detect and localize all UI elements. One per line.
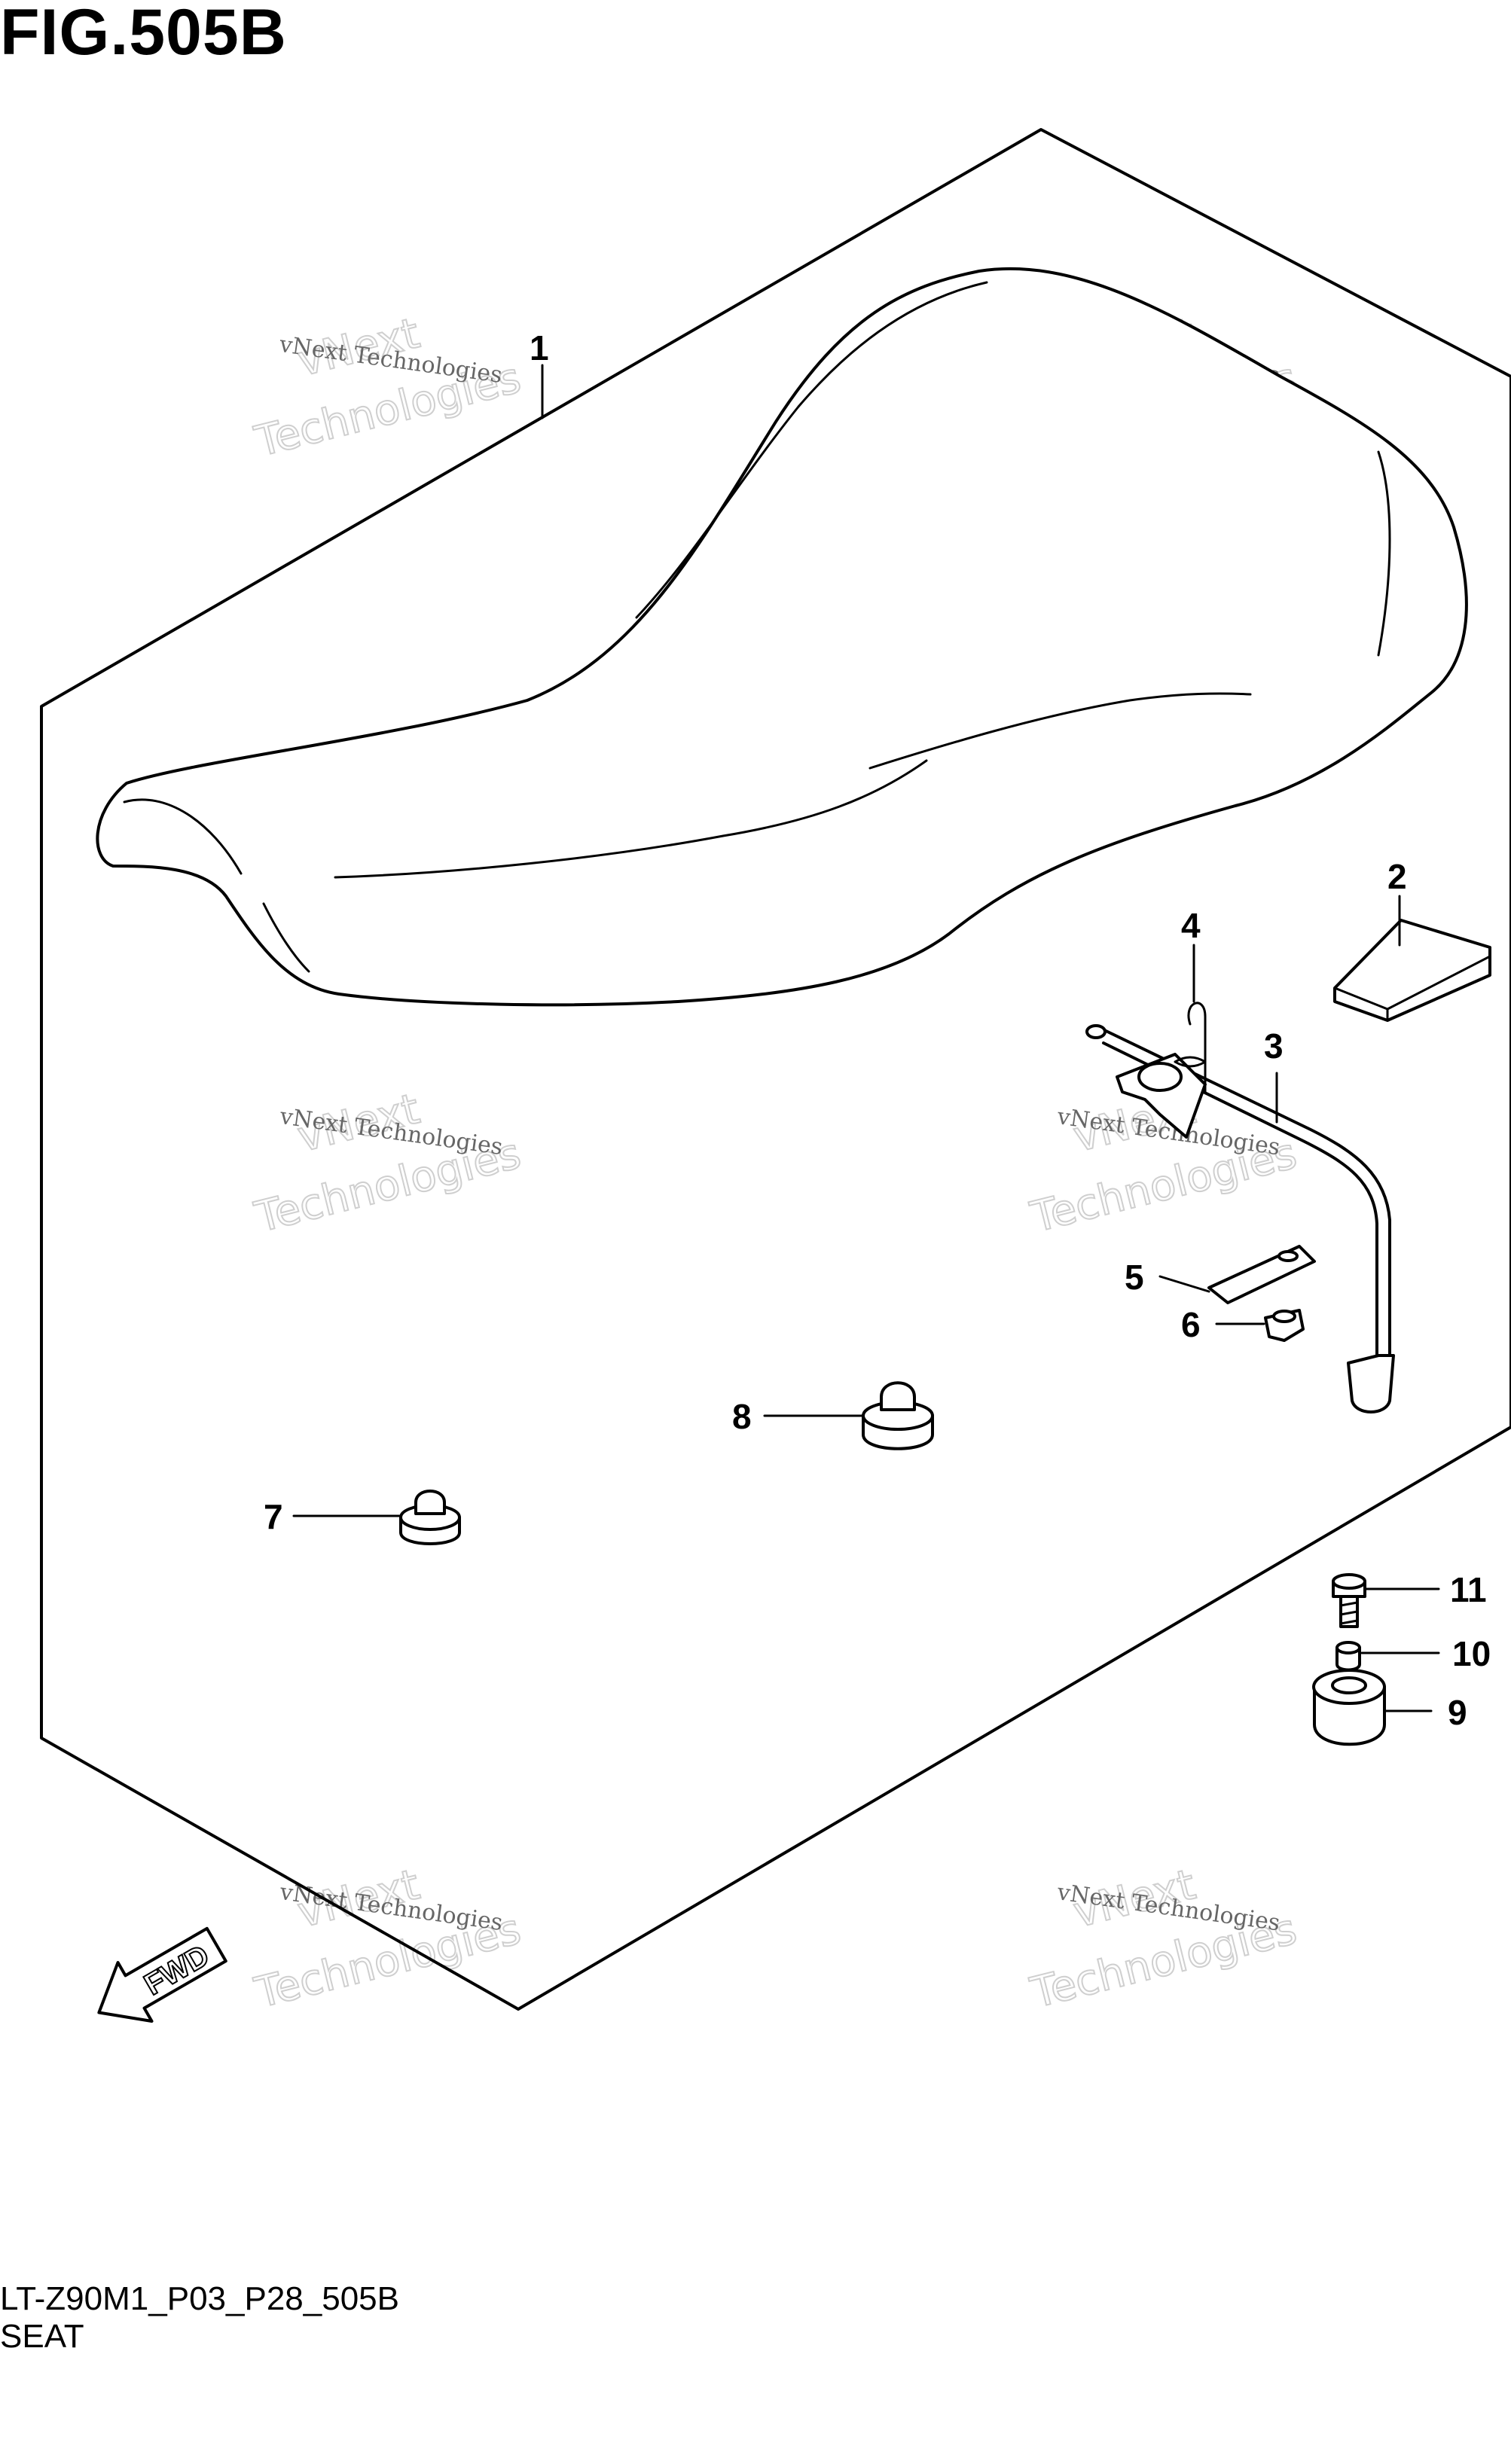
- watermark-mid-left: vNext Technologies vNext Technologies: [249, 1084, 527, 1243]
- nut-part-6: [1264, 1309, 1305, 1342]
- bushing-part-10: [1335, 1641, 1361, 1672]
- callout-3: 3: [1264, 1026, 1284, 1066]
- callout-9: 9: [1448, 1693, 1467, 1732]
- callout-4: 4: [1181, 906, 1201, 945]
- callout-5: 5: [1125, 1258, 1144, 1297]
- watermark-bottom-right: vNext Technologies vNext Technologies: [1025, 1859, 1302, 2019]
- pad-part-2: [1333, 919, 1491, 1022]
- leader-lines: [292, 364, 1440, 1712]
- callout-11: 11: [1450, 1570, 1487, 1609]
- figure-name: SEAT: [0, 2318, 84, 2355]
- watermark-bottom-left: vNext Technologies vNext Technologies: [249, 1859, 527, 2019]
- fwd-arrow-icon: FWD: [97, 1926, 227, 2023]
- lock-rod-part-3: [1085, 1024, 1395, 1413]
- callout-7: 7: [264, 1497, 283, 1536]
- spring-part-4: [1174, 1002, 1207, 1093]
- callout-8: 8: [732, 1397, 752, 1436]
- callout-1: 1: [530, 328, 549, 367]
- cushion-part-8: [862, 1381, 934, 1450]
- figure-code: LT-Z90M1_P03_P28_505B: [0, 2280, 399, 2317]
- plate-part-5: [1207, 1245, 1316, 1304]
- figure-title: FIG.505B: [0, 0, 287, 69]
- callout-10: 10: [1452, 1634, 1491, 1673]
- bolt-part-11: [1332, 1573, 1366, 1628]
- watermark-top-left: vNext Technologies vNext Technologies: [249, 308, 527, 468]
- cushion-part-7: [399, 1490, 461, 1545]
- seat-part-1: [96, 267, 1468, 1007]
- callout-6: 6: [1181, 1305, 1201, 1344]
- callout-2: 2: [1387, 857, 1407, 896]
- collar-part-9: [1312, 1669, 1386, 1746]
- assembly-frame: [40, 128, 1511, 2011]
